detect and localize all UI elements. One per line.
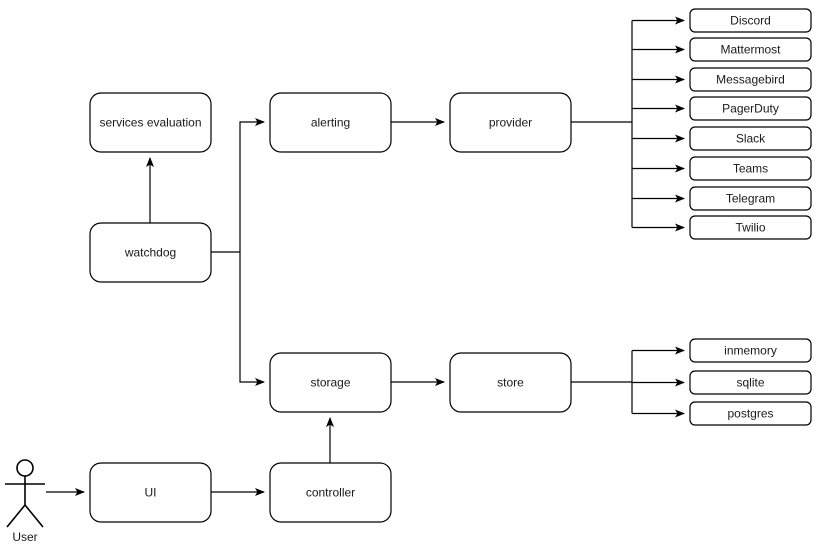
- provider-option-box: [689, 96, 812, 121]
- provider-option-box: [689, 156, 812, 181]
- provider-option-box: [689, 8, 812, 33]
- store-list-layer: inmemory sqlite postgres: [631, 338, 812, 426]
- provider-option-label: Telegram: [726, 192, 775, 206]
- provider-option-item[interactable]: Messagebird: [689, 67, 812, 92]
- actor-user[interactable]: User: [5, 459, 45, 544]
- provider-option-box: [689, 67, 812, 92]
- store-option-item[interactable]: postgres: [689, 401, 812, 426]
- provider-option-item[interactable]: Discord: [689, 8, 812, 33]
- provider-option-box: [689, 126, 812, 151]
- node-watchdog[interactable]: watchdog: [89, 222, 212, 283]
- node-label: provider: [489, 116, 532, 130]
- node-label: services evaluation: [99, 116, 201, 130]
- provider-option-label: Twilio: [735, 221, 765, 235]
- edges-layer: [46, 118, 632, 496]
- node-label: storage: [310, 376, 350, 390]
- actor-layer: User: [5, 459, 45, 544]
- node-ui[interactable]: UI: [89, 462, 212, 523]
- node-box: [89, 92, 212, 153]
- provider-option-item[interactable]: Teams: [689, 156, 812, 181]
- provider-option-label: Discord: [730, 14, 771, 28]
- provider-option-item[interactable]: Twilio: [689, 215, 812, 240]
- node-controller[interactable]: controller: [269, 462, 392, 523]
- node-label: controller: [306, 486, 355, 500]
- node-label: alerting: [311, 116, 350, 130]
- node-provider[interactable]: provider: [449, 92, 572, 153]
- actor-head-icon: [16, 459, 34, 477]
- actor-label: User: [12, 530, 37, 544]
- node-label: store: [497, 376, 524, 390]
- provider-option-label: Slack: [736, 132, 766, 146]
- node-services-evaluation[interactable]: services evaluation: [89, 92, 212, 153]
- node-box: [89, 222, 212, 283]
- provider-option-label: Messagebird: [716, 73, 785, 87]
- node-alerting[interactable]: alerting: [269, 92, 392, 153]
- provider-list-layer: DiscordMattermostMessagebirdPagerDutySla…: [631, 8, 812, 240]
- provider-option-label: PagerDuty: [722, 102, 779, 116]
- store-option-box: [689, 338, 812, 363]
- store-option-item[interactable]: sqlite: [689, 370, 812, 395]
- store-option-label: sqlite: [736, 376, 764, 390]
- node-box: [269, 352, 392, 413]
- node-box: [269, 462, 392, 523]
- node-storage[interactable]: storage: [269, 352, 392, 413]
- node-box: [89, 462, 212, 523]
- provider-option-item[interactable]: PagerDuty: [689, 96, 812, 121]
- provider-option-box: [689, 215, 812, 240]
- node-label: watchdog: [124, 246, 176, 260]
- edge-watchdog-branch-storage: [239, 252, 265, 386]
- node-box: [269, 92, 392, 153]
- store-option-box: [689, 370, 812, 395]
- node-store[interactable]: store: [449, 352, 572, 413]
- node-box: [449, 352, 572, 413]
- provider-option-item[interactable]: Mattermost: [689, 37, 812, 62]
- provider-option-box: [689, 186, 812, 211]
- actor-legs: [6, 504, 44, 528]
- provider-option-label: Teams: [733, 162, 768, 176]
- provider-option-label: Mattermost: [720, 43, 781, 57]
- nodes-layer: services evaluation watchdog alerting provi…: [89, 92, 572, 523]
- provider-option-item[interactable]: Slack: [689, 126, 812, 151]
- store-option-item[interactable]: inmemory: [689, 338, 812, 363]
- node-box: [449, 92, 572, 153]
- store-option-label: inmemory: [724, 344, 777, 358]
- edge-watchdog-branch-alerting: [211, 118, 265, 253]
- store-option-label: postgres: [727, 407, 773, 421]
- provider-option-item[interactable]: Telegram: [689, 186, 812, 211]
- provider-option-box: [689, 37, 812, 62]
- node-label: UI: [145, 486, 157, 500]
- store-option-box: [689, 401, 812, 426]
